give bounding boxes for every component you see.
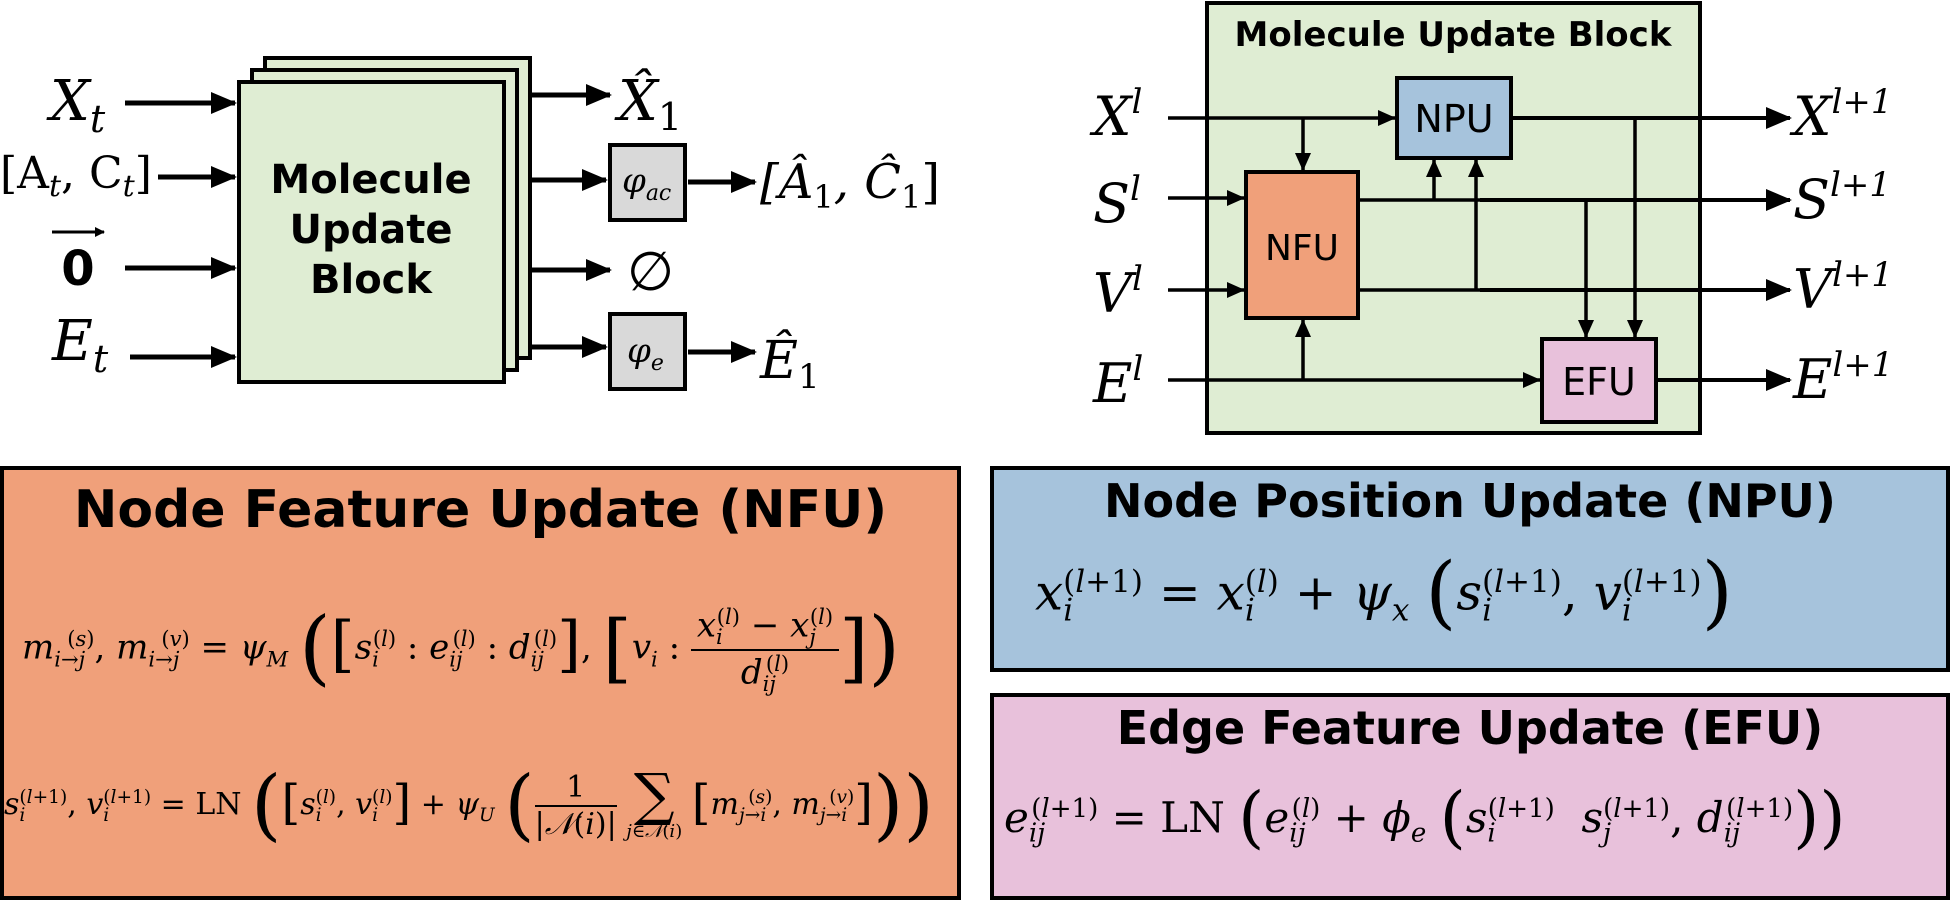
nfu-panel: [0, 466, 961, 900]
efu-panel: [990, 693, 1950, 900]
right-output-s-l1: Sl+1: [1793, 165, 1891, 231]
output-x-hat-1: X̂1: [614, 67, 682, 139]
output-a-c-hat-1: [Â1, Ĉ1]: [760, 152, 940, 216]
input-zero-vector: 0: [61, 241, 94, 297]
right-output-x-l1: Xl+1: [1789, 82, 1892, 148]
input-a-c-t: [At, Ct]: [0, 148, 152, 204]
efu-box-label: EFU: [1562, 360, 1636, 404]
efu-equation: eij(l+1) = LN (eij(l) + ϕe (si(l+1) sj(l…: [1004, 778, 1846, 856]
npu-equation: xi(l+1) = xi(l) + ψx (si(l+1), vi(l+1)): [1035, 545, 1733, 638]
left-stacked-block: Molecule Update Block: [237, 56, 532, 384]
npu-box: [1395, 76, 1513, 160]
nfu-panel-title: Node Feature Update (NFU): [73, 480, 888, 540]
left-outputs: X̂1 φac [Â1, Ĉ1] ∅ φe Ê1: [532, 67, 940, 397]
phi-e-label: φe: [627, 331, 664, 376]
right-update-block: Molecule Update Block NFU NPU EFU: [1089, 1, 1893, 435]
input-e-t: Et: [51, 309, 109, 381]
right-output-v-l1: Vl+1: [1793, 255, 1893, 321]
nfu-message-equation: mi→j(s), mi→j(v) = ψM ([si(l) : eij(l) :…: [22, 600, 901, 696]
efu-box: [1540, 337, 1658, 424]
npu-panel: [990, 466, 1950, 672]
npu-panel-title: Node Position Update (NPU): [1104, 474, 1836, 528]
block-label-line1: Molecule: [270, 157, 471, 203]
nfu-box-label: NFU: [1265, 228, 1339, 269]
phi-ac-box: [608, 143, 687, 222]
block-label-line2: Update: [290, 207, 453, 253]
efu-panel-title: Edge Feature Update (EFU): [1116, 701, 1824, 755]
phi-e-box: [608, 312, 687, 391]
block-label-line3: Block: [310, 257, 433, 303]
right-input-x-l: Xl: [1089, 82, 1142, 148]
output-arrows: [1480, 107, 1792, 391]
phi-ac-label: φac: [622, 161, 671, 206]
molecule-update-block-title: Molecule Update Block: [1235, 15, 1673, 55]
npu-box-label: NPU: [1414, 97, 1493, 141]
output-e-hat-1: Ê1: [759, 329, 820, 397]
right-input-s-l: Sl: [1093, 169, 1141, 235]
input-x-t: Xt: [46, 69, 106, 141]
left-inputs: Xt [At, Ct] 0 Et: [0, 69, 237, 381]
nfu-update-equation: si(l+1), vi(l+1) = LN ([si(l), vi(l)] + …: [4, 760, 934, 850]
right-input-v-l: Vl: [1093, 259, 1143, 325]
block-stack-front: [237, 80, 506, 384]
nfu-box: [1244, 170, 1360, 320]
right-input-e-l: El: [1092, 349, 1143, 415]
output-empty-set: ∅: [627, 240, 674, 303]
right-output-e-l1: El+1: [1792, 345, 1893, 411]
